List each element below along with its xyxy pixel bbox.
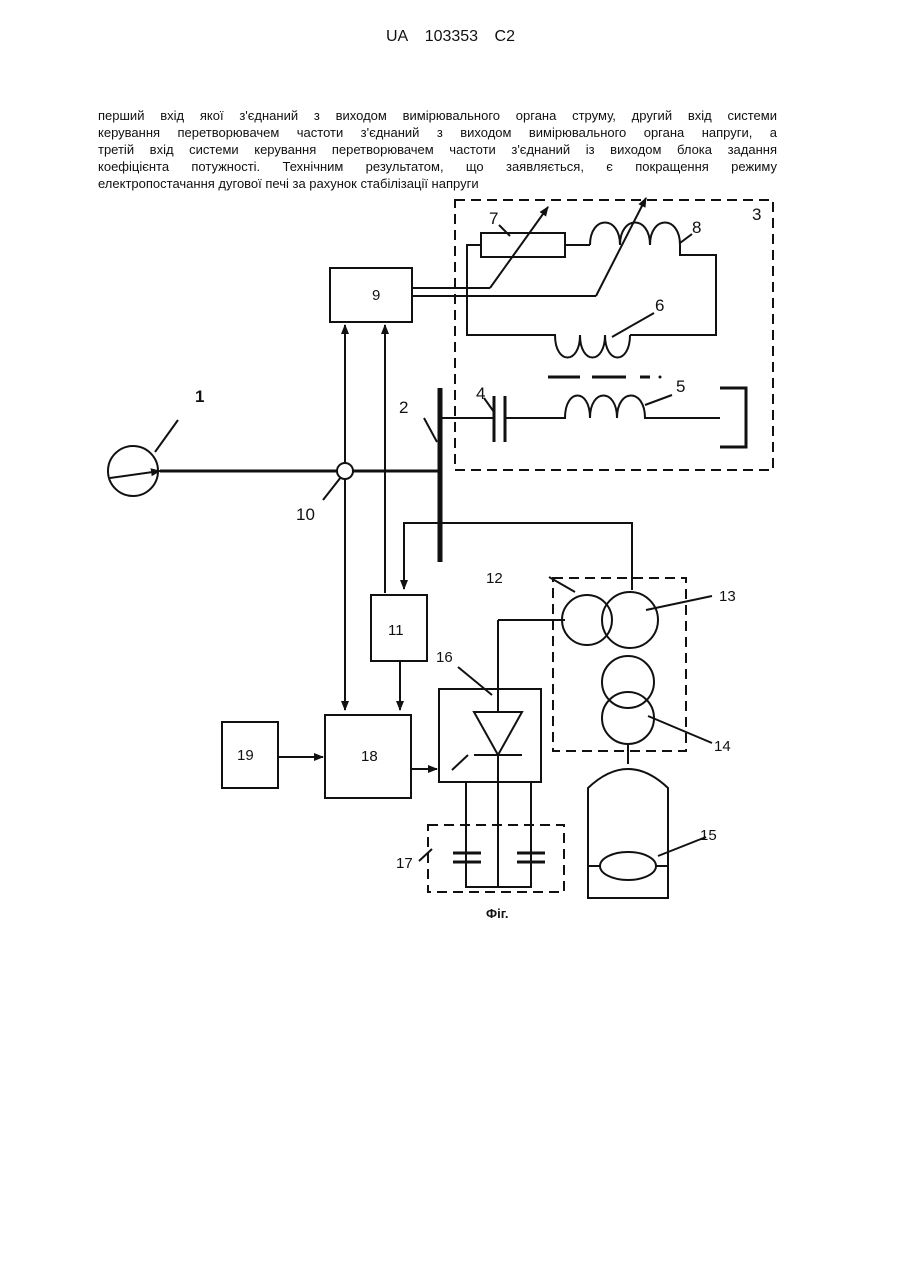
block-17-dashed-frame [428,825,564,892]
label-4: 4 [476,384,485,403]
label-5: 5 [676,377,685,396]
thyristor-gate [452,755,468,770]
label-18: 18 [361,748,378,765]
resistor-7 [481,233,565,257]
furnace-arc [600,852,656,880]
load-bracket [720,388,746,447]
leader-7 [499,225,510,236]
source-1 [108,446,158,496]
diagram-labels: 1 2 3 4 5 6 7 8 9 10 11 12 13 14 15 16 1… [195,205,761,921]
coil-8 [590,223,680,246]
leader-15 [658,837,706,856]
leader-10 [323,477,341,500]
label-17: 17 [396,855,413,872]
label-1: 1 [195,387,204,406]
leader-16 [458,667,492,695]
variable-arrow-7 [490,207,548,288]
label-11: 11 [388,622,404,639]
signal-line [404,523,440,589]
label-8: 8 [692,218,701,237]
leader-17 [419,849,432,861]
label-16: 16 [436,649,453,666]
label-15: 15 [700,827,717,844]
capacitor-4 [494,396,505,442]
label-12: 12 [486,570,503,587]
label-14: 14 [714,738,731,755]
leader-5 [645,395,672,405]
leader-14 [648,716,712,743]
reactor-14 [602,692,654,744]
coil-6 [550,335,630,358]
wire [440,523,632,590]
label-3: 3 [752,205,761,224]
arc-furnace-15 [588,769,668,898]
label-2: 2 [399,398,408,417]
transformer-13 [602,592,658,648]
current-sensor-10 [337,463,353,479]
thyristor-symbol [474,712,522,755]
figure-caption: Фіг. [486,906,508,921]
label-6: 6 [655,296,664,315]
leader-1 [155,420,178,452]
diagram-lines [108,198,773,898]
label-19: 19 [237,747,254,764]
leader-8 [680,234,692,243]
leader-6 [612,313,654,337]
label-7: 7 [489,209,498,228]
transformer-winding [562,595,612,645]
leader-2 [424,418,437,442]
leader-13 [646,596,712,610]
label-13: 13 [719,588,736,605]
coil-5 [504,396,720,419]
wire [467,245,550,335]
source-arrow [110,471,160,478]
block-9 [330,268,412,322]
label-9: 9 [372,287,380,304]
block-12-dashed-frame [553,578,686,751]
wire [630,245,716,335]
label-10: 10 [296,505,315,524]
variable-arrow-8 [596,198,646,296]
core-dot [659,376,662,379]
